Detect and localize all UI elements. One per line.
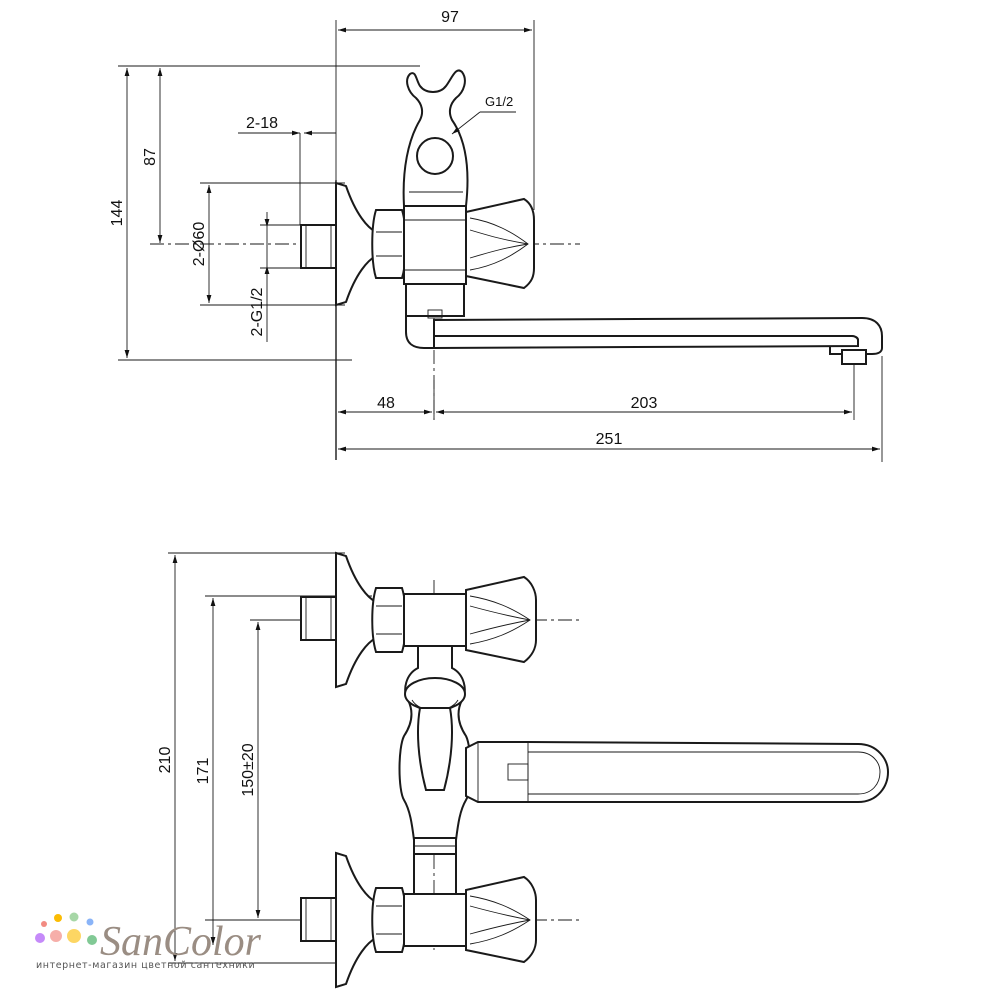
upper-inlet-assembly <box>300 551 537 689</box>
dim-48-label: 48 <box>377 395 395 412</box>
dim-251-label: 251 <box>596 431 623 448</box>
vertical-body <box>398 645 472 894</box>
logo-dot <box>87 935 97 945</box>
side-spout <box>465 741 890 803</box>
dim-144-label: 144 <box>109 200 126 227</box>
dim-2-18-label: 2-18 <box>246 115 278 132</box>
dimension-203: 203 <box>436 395 852 415</box>
dim-97-label: 97 <box>441 9 459 26</box>
dim-2-dia60-label: 2-Ø60 <box>191 222 208 267</box>
logo-dot <box>69 912 79 922</box>
dim-210-label: 210 <box>157 747 174 774</box>
wall-flange <box>335 181 377 307</box>
dimension-150: 150±20 <box>240 622 261 918</box>
dim-171-label: 171 <box>195 758 212 785</box>
lower-inlet-assembly <box>300 851 537 989</box>
dimension-251: 251 <box>338 431 880 452</box>
logo-dots <box>35 912 97 945</box>
callout-g12: G1/2 <box>451 94 516 135</box>
hex-nut <box>371 209 407 279</box>
bottom-view: 210 171 150±20 <box>157 551 890 989</box>
dimension-48: 48 <box>338 395 432 415</box>
logo-dot <box>86 918 94 926</box>
dimension-171: 171 <box>195 598 216 945</box>
dim-2-g12-label: 2-G1/2 <box>249 287 266 336</box>
brand-text: SanColor <box>100 919 262 965</box>
dimension-87: 87 <box>142 68 163 243</box>
dim-150-label: 150±20 <box>240 743 257 796</box>
spout-swivel <box>405 283 465 317</box>
dimension-210: 210 <box>157 555 178 961</box>
logo-dot <box>50 930 62 942</box>
top-view: 97 144 87 2-Ø60 2-G1/2 <box>109 9 883 462</box>
logo-dot <box>67 929 81 943</box>
dim-87-label: 87 <box>142 148 159 166</box>
callout-g12-label: G1/2 <box>485 94 513 109</box>
dimension-2-g12: 2-G1/2 <box>249 212 300 342</box>
logo-dot <box>35 933 45 943</box>
aerator <box>841 349 867 365</box>
logo-dot <box>41 921 47 927</box>
dimension-144: 144 <box>109 68 130 358</box>
diverter-ring <box>416 137 454 175</box>
dimension-2-18: 2-18 <box>238 115 336 225</box>
inlet-thread <box>300 224 337 269</box>
logo-dot <box>54 914 62 922</box>
dimension-97: 97 <box>338 9 532 33</box>
brand-tagline: интернет-магазин цветной сантехники <box>36 960 255 971</box>
dim-203-label: 203 <box>631 395 658 412</box>
watermark: SanColor интернет-магазин цветной сантех… <box>35 912 262 971</box>
mixer-body <box>403 205 467 285</box>
